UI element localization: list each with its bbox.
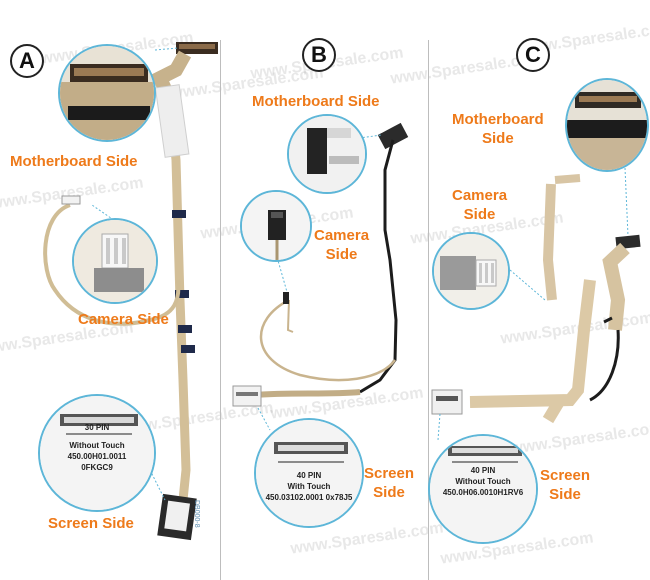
label-camera-side-c: Camera Side (452, 187, 508, 223)
panel-badge-b: B (302, 38, 336, 72)
spec-touch-b: With Touch (287, 482, 331, 491)
screen-zoom-circle-c: 40 PIN Without Touch 450.0H06.0010H1RV6 (428, 434, 538, 544)
label-screen-side-c: Screen Side (540, 467, 591, 503)
connector-print-a: DB000-8 (193, 500, 200, 528)
camera-zoom-circle-c (432, 232, 510, 310)
panel-divider (428, 40, 429, 580)
spec-pins-b: 40 PIN (296, 471, 322, 480)
panel-badge-c: C (516, 38, 550, 72)
spec-code-a: 0FKGC9 (81, 463, 113, 472)
label-motherboard-side-c: Motherboard Side (452, 111, 544, 147)
spec-pins-a: 30 PIN (84, 423, 110, 432)
screen-zoom-circle-a: 30 PIN Without Touch 450.00H01.0011 0FKG… (38, 394, 156, 512)
camera-zoom-circle-a (72, 218, 158, 304)
screen-connector-c (431, 389, 463, 415)
panel-divider (220, 40, 221, 580)
spec-touch-a: Without Touch (69, 441, 125, 450)
spec-part-c: 450.0H06.0010H1RV6 (442, 488, 524, 497)
lcd-connector-b (377, 122, 409, 150)
spec-pins-c: 40 PIN (470, 466, 496, 475)
label-motherboard-side-b: Motherboard Side (252, 93, 380, 110)
spec-part-b: 450.03102.0001 0x78J5 (265, 493, 353, 502)
label-camera-side-b: Camera Side (314, 227, 370, 263)
motherboard-zoom-circle-c (565, 78, 649, 172)
label-motherboard-side-a: Motherboard Side (10, 153, 138, 170)
camera-zoom-circle-b (240, 190, 312, 262)
motherboard-zoom-circle-b (287, 114, 367, 194)
label-screen-side-b: Screen Side (364, 465, 415, 501)
motherboard-zoom-circle-a (58, 44, 156, 142)
screen-zoom-circle-b: 40 PIN With Touch 450.03102.0001 0x78J5 (254, 418, 364, 528)
cable-b (232, 122, 409, 431)
cable-c (431, 167, 641, 441)
label-screen-side-a: Screen Side (48, 515, 134, 532)
cable-a (43, 42, 218, 541)
spec-part-a: 450.00H01.0011 (67, 452, 127, 461)
camera-connector-a (61, 195, 81, 205)
panel-badge-a: A (10, 44, 44, 78)
label-camera-side-a: Camera Side (78, 311, 169, 328)
spec-touch-c: Without Touch (455, 477, 511, 486)
